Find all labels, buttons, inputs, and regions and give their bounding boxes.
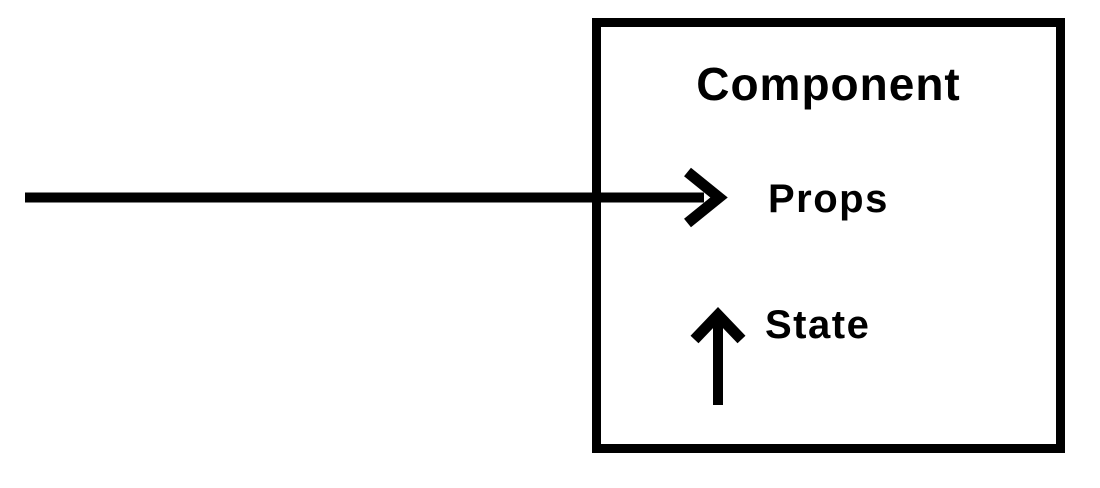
state-label: State <box>765 303 871 347</box>
component-box <box>592 18 1065 453</box>
props-label: Props <box>768 177 889 221</box>
component-box-title: Component <box>696 58 961 110</box>
